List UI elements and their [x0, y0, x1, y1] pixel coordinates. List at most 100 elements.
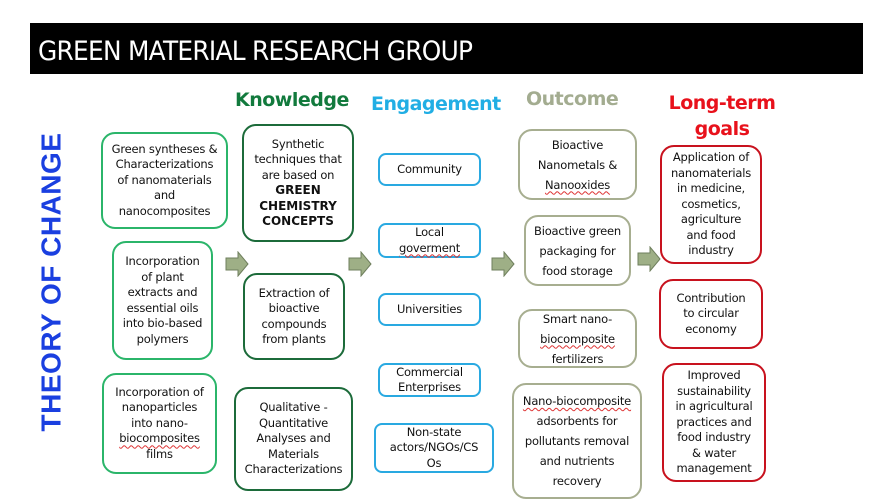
box-text-line: into nano- [131, 415, 188, 430]
box-text-line: economy [685, 321, 737, 336]
box-text-line: polymers [136, 331, 189, 346]
box-text-line: industry [688, 243, 734, 258]
outcome-box-green-packaging: Bioactive green packaging for food storage [524, 215, 631, 286]
box-text-line: biocomposites [119, 431, 200, 446]
box-text-line: cosmetics, [681, 196, 741, 211]
box-text-line: Enterprises [398, 380, 461, 394]
box-text-line: food industry [677, 430, 751, 445]
outcome-box-smart-fertilizers: Smart nano-biocomposite fertilizers [518, 309, 637, 368]
box-text-line: Characterizations [244, 462, 343, 477]
box-text-line: biocomposite [540, 331, 615, 346]
box-text-line: and nutrients [539, 454, 615, 468]
box-text-line: practices and [676, 414, 752, 429]
box-text-line: Incorporation [125, 254, 200, 268]
box-text-line: food storage [542, 263, 613, 278]
box-text-line: recovery [552, 474, 602, 488]
box-text-line: essential oils [126, 300, 199, 315]
box-text-line: in medicine, [676, 181, 746, 196]
knowledge-header: Knowledge [235, 89, 349, 111]
box-text-line: Nanooxides [544, 177, 611, 192]
engagement-header: Engagement [371, 93, 501, 115]
box-text: Bioactive green packaging for food storage [534, 221, 621, 281]
box-text-line: Smart nano- [542, 311, 613, 326]
page-title: GREEN MATERIAL RESEARCH GROUP [38, 36, 473, 67]
box-text-line: Community [397, 161, 462, 176]
box-text-line: fertilizers [551, 351, 604, 366]
arrow-right-icon [491, 251, 515, 277]
box-text-line: and [153, 188, 176, 203]
box-text-line: Non-state [406, 424, 462, 439]
box-text-line: bioactive [268, 301, 320, 315]
box-text-line: Green syntheses & [111, 141, 218, 156]
box-text-line: adsorbents for [536, 414, 618, 428]
box-text-line: Analyses and [256, 431, 331, 446]
box-text-line: Bioactive [551, 137, 604, 152]
box-text-line: goverment [398, 240, 461, 255]
box-text-line: packaging for [539, 243, 616, 258]
long-term-header: Long-term goals [660, 90, 784, 142]
box-text-line: Materials [268, 446, 319, 461]
side-title-text: THEORY OF CHANGE [35, 132, 67, 432]
arrow-shape [225, 251, 249, 277]
box-text-line: Bioactive green [534, 223, 621, 238]
box-text-line: CHEMISTRY [259, 198, 337, 213]
arrow-shape [348, 251, 372, 277]
box-text-line: sustainability [677, 383, 751, 398]
box-text-line: of plant [141, 269, 184, 284]
box-text-line: Synthetic [271, 136, 325, 151]
box-text-line: actors/NGOs/CS [389, 440, 479, 455]
box-text-line: Os [426, 455, 442, 470]
long-term-header-line1: Long-term [668, 92, 776, 114]
box-text-line: & water [691, 445, 736, 460]
arrow-right-icon [637, 246, 661, 272]
box-text: Community [397, 162, 462, 178]
box-text: Universities [397, 302, 462, 318]
box-text-line: Application of [672, 150, 750, 165]
long-term-header-line2: goals [694, 118, 750, 140]
box-text-line: Universities [396, 301, 463, 316]
box-text-line: nanocomposites [118, 203, 211, 218]
box-text-line: extracts and [127, 285, 198, 299]
box-text-line: Nanometals & [537, 157, 618, 172]
title-bar: GREEN MATERIAL RESEARCH GROUP [30, 23, 863, 74]
box-text-line: to circular [683, 306, 739, 321]
box-text-line: Nano-biocomposite [522, 394, 632, 408]
arrow-shape [637, 246, 661, 272]
box-text-line: Extraction of [258, 285, 330, 300]
box-text-line: Contribution [676, 290, 746, 305]
box-text-line: in agricultural [675, 399, 753, 414]
box-text-line: are based on [261, 167, 335, 182]
box-text-line: management [676, 461, 752, 476]
box-text-line: compounds [261, 316, 327, 331]
box-text: Smart nano-biocomposite fertilizers [540, 309, 615, 369]
box-text-line: Commercial [396, 364, 463, 379]
theory-of-change-label: THEORY OF CHANGE [26, 128, 76, 436]
box-text-line: Characterizations [115, 157, 214, 172]
